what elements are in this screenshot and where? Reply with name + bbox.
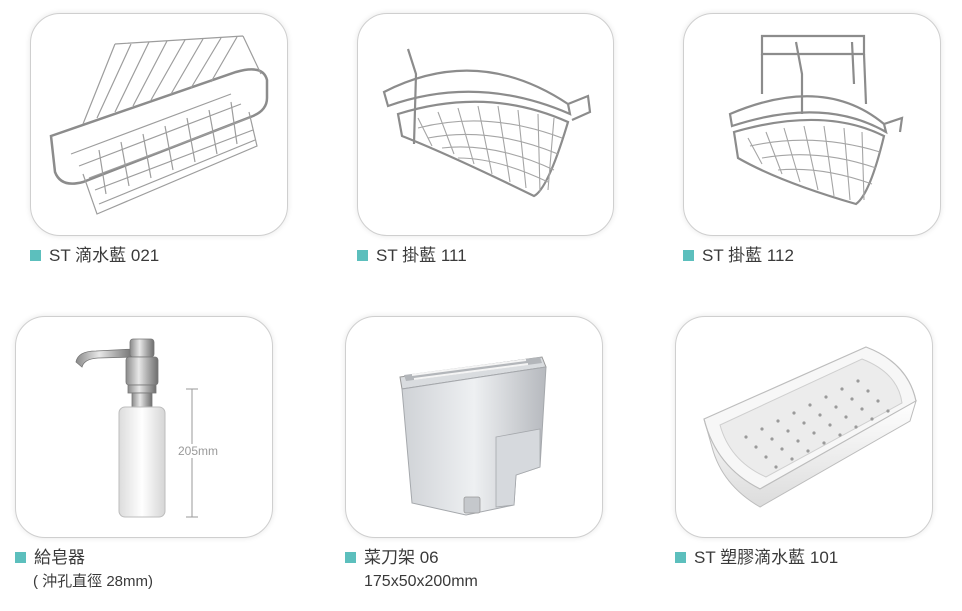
product-name: ST 滴水藍 021 [49, 246, 160, 265]
drain-basket-image [49, 35, 269, 215]
square-bullet-icon [683, 250, 694, 261]
product-card-plastic-drain-tray[interactable] [675, 316, 933, 538]
square-bullet-icon [30, 250, 41, 261]
knife-holder-image [399, 356, 547, 516]
square-bullet-icon [357, 250, 368, 261]
product-card-knife-holder[interactable] [345, 316, 603, 538]
product-card-hanging-basket-112[interactable] [683, 13, 941, 236]
product-caption: 給皂器 [15, 548, 85, 568]
product-caption: 菜刀架 06 [345, 548, 439, 568]
square-bullet-icon [345, 552, 356, 563]
product-detail: ( 沖孔直徑 28mm) [33, 573, 154, 590]
product-card-drain-basket[interactable] [30, 13, 288, 236]
product-card-hanging-basket-111[interactable] [357, 13, 614, 236]
product-name: 菜刀架 06 [364, 548, 439, 567]
product-caption: ST 滴水藍 021 [30, 246, 159, 266]
product-detail: 175x50x200mm [364, 573, 478, 590]
soap-dispenser-image [75, 338, 198, 518]
square-bullet-icon [15, 552, 26, 563]
hanging-basket-image [382, 48, 592, 198]
square-bullet-icon [675, 552, 686, 563]
hanging-basket-rail-image [728, 34, 904, 206]
product-name: ST 塑膠滴水藍 101 [694, 548, 839, 567]
product-name: 給皂器 [34, 548, 85, 567]
dimension-label: 205mm [177, 444, 220, 458]
product-name: ST 掛藍 112 [702, 246, 794, 265]
product-caption: ST 掛藍 111 [357, 246, 467, 266]
product-card-soap-dispenser[interactable]: 205mm [15, 316, 273, 538]
plastic-drain-tray-image [703, 346, 917, 508]
product-caption: ST 塑膠滴水藍 101 [675, 548, 838, 568]
product-name: ST 掛藍 111 [376, 246, 467, 265]
product-caption: ST 掛藍 112 [683, 246, 794, 266]
